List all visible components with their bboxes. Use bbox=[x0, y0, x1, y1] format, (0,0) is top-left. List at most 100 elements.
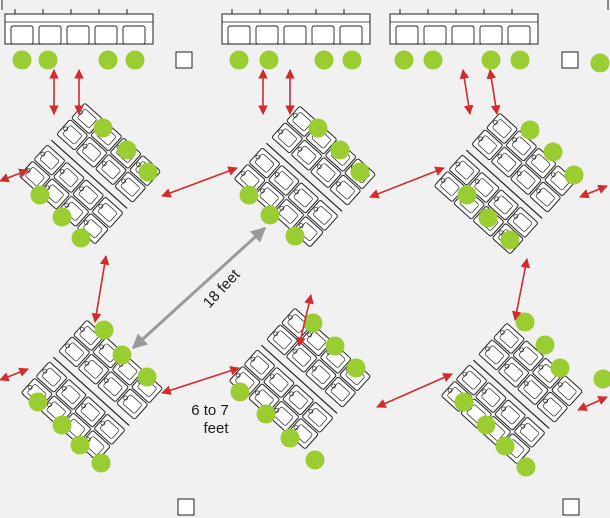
person-marker bbox=[350, 162, 370, 182]
chair-knob bbox=[493, 120, 498, 125]
spacing-arrow bbox=[369, 166, 445, 199]
desk-chair bbox=[468, 172, 500, 203]
chair-knob bbox=[61, 386, 67, 391]
chair-seat bbox=[531, 153, 551, 173]
column-square bbox=[177, 498, 195, 516]
chair-knob bbox=[65, 343, 70, 349]
column-square bbox=[562, 498, 580, 516]
chair-knob bbox=[269, 374, 275, 379]
desk-cluster bbox=[21, 320, 163, 461]
chair-seat bbox=[511, 136, 531, 156]
chair-knob bbox=[123, 395, 128, 401]
chair-seat bbox=[118, 360, 138, 380]
chair-seat bbox=[240, 170, 260, 189]
chair-knob bbox=[478, 136, 483, 142]
person-marker bbox=[230, 382, 250, 402]
counter-seat bbox=[122, 25, 146, 45]
cluster-divider bbox=[465, 149, 543, 219]
counter-seat bbox=[227, 25, 251, 45]
chair-knob bbox=[557, 382, 563, 388]
chair-seat bbox=[279, 204, 298, 224]
person-marker bbox=[454, 392, 474, 412]
chair-knob bbox=[273, 331, 278, 337]
chair-seat bbox=[120, 177, 140, 197]
chair-seat bbox=[550, 171, 570, 191]
desk-chair bbox=[57, 119, 88, 150]
person-marker bbox=[71, 228, 91, 248]
chair-seat bbox=[292, 112, 312, 131]
column-square bbox=[175, 51, 193, 69]
person-marker bbox=[93, 118, 113, 138]
person-marker bbox=[593, 369, 610, 389]
desk-chair bbox=[551, 375, 583, 406]
chair-knob bbox=[298, 223, 304, 228]
counter-row bbox=[389, 9, 539, 45]
chair-knob bbox=[498, 230, 504, 235]
desk-chair bbox=[55, 379, 87, 410]
desk-chair bbox=[324, 376, 356, 408]
chair-seat bbox=[513, 212, 533, 232]
chair-seat bbox=[523, 380, 543, 399]
chair-knob bbox=[103, 378, 109, 383]
chair-seat bbox=[316, 163, 336, 182]
desk-chair bbox=[536, 391, 568, 423]
chair-seat bbox=[462, 370, 482, 390]
desk-chair bbox=[491, 147, 522, 178]
counter-seat bbox=[339, 25, 363, 45]
person-marker bbox=[423, 50, 443, 70]
chair-knob bbox=[520, 423, 526, 429]
person-marker bbox=[117, 140, 137, 160]
person-marker bbox=[112, 345, 132, 365]
desk-chair bbox=[268, 165, 300, 196]
chair-knob bbox=[316, 164, 322, 169]
chair-knob bbox=[250, 356, 256, 362]
chair-seat bbox=[79, 326, 99, 345]
person-marker bbox=[325, 336, 345, 356]
chair-knob bbox=[121, 178, 126, 184]
chair-seat bbox=[308, 407, 328, 427]
desk-chair bbox=[36, 361, 67, 393]
desk-chair bbox=[116, 388, 148, 420]
person-marker bbox=[52, 415, 72, 435]
desk-chair bbox=[282, 384, 314, 416]
chair-knob bbox=[260, 188, 265, 194]
chair-seat bbox=[59, 168, 79, 187]
person-marker bbox=[305, 450, 325, 470]
person-marker bbox=[308, 118, 328, 138]
person-marker bbox=[478, 208, 498, 228]
chair-seat bbox=[277, 128, 297, 148]
column-square bbox=[561, 51, 579, 69]
chair-seat bbox=[313, 205, 333, 225]
desk-chair bbox=[253, 181, 285, 213]
person-marker bbox=[515, 312, 535, 332]
desk-chair bbox=[53, 162, 85, 193]
desk-chair bbox=[273, 199, 304, 230]
chair-seat bbox=[481, 388, 501, 407]
counter-seat bbox=[479, 25, 503, 45]
counter-seat bbox=[94, 25, 118, 45]
desk-chair bbox=[329, 174, 361, 206]
chair-seat bbox=[504, 362, 524, 382]
chair-seat bbox=[455, 160, 475, 180]
person-marker bbox=[550, 358, 570, 378]
desk-chair bbox=[494, 399, 526, 431]
chair-knob bbox=[63, 126, 68, 132]
person-marker bbox=[510, 50, 530, 70]
chair-seat bbox=[269, 373, 289, 392]
chair-seat bbox=[542, 397, 562, 417]
counter-seat bbox=[311, 25, 335, 45]
desk-chair bbox=[95, 154, 127, 185]
chair-knob bbox=[255, 154, 261, 160]
desk-chair bbox=[514, 417, 545, 448]
chair-knob bbox=[485, 346, 490, 352]
desk-chair bbox=[287, 182, 319, 214]
desk-chair bbox=[97, 371, 129, 402]
desk-chair bbox=[472, 129, 503, 160]
chair-seat bbox=[100, 419, 120, 439]
chair-knob bbox=[531, 154, 537, 160]
chair-seat bbox=[85, 436, 105, 456]
counter-seat bbox=[451, 25, 475, 45]
person-marker bbox=[500, 230, 520, 250]
person-marker bbox=[346, 358, 366, 378]
desk-chair bbox=[513, 340, 544, 372]
